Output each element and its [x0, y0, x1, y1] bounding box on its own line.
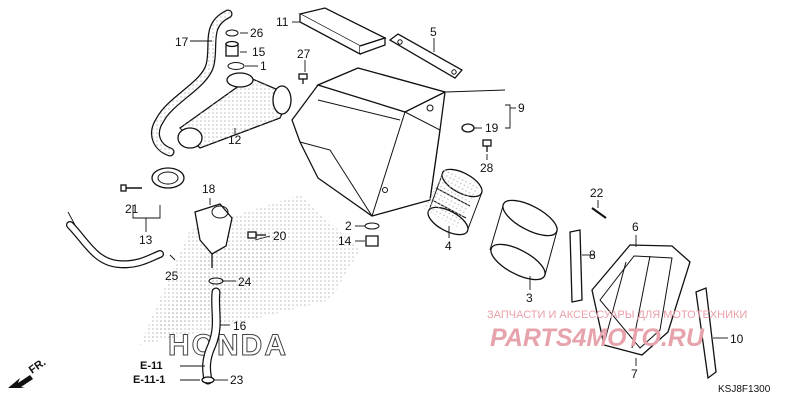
- part-4-element: [423, 168, 483, 236]
- part-26-clip: [225, 29, 239, 37]
- callout-6: 6: [632, 220, 639, 234]
- callout-2: 2: [345, 219, 352, 233]
- section-code-e11: E-11: [140, 360, 163, 372]
- air-cleaner-case: [291, 67, 447, 217]
- watermark-line1: ЗАПЧАСТИ И АКСЕССУАРЫ ДЛЯ МОТОТЕХНИКИ: [487, 309, 747, 321]
- callout-14: 14: [338, 234, 352, 248]
- callout-3: 3: [526, 291, 533, 305]
- part-18-drain-joint: [194, 203, 233, 268]
- part-22-screw: [591, 207, 607, 219]
- part-27-bolt: [298, 73, 308, 84]
- part-12-connecting-tube: [177, 72, 292, 149]
- callout-19: 19: [485, 121, 499, 135]
- part-25-drain-tube: [66, 221, 164, 269]
- arrow-icon: [8, 375, 33, 388]
- part-6-cover: [591, 244, 691, 356]
- section-references: E-11 E-11-1: [133, 360, 205, 386]
- direction-label: FR.: [27, 356, 48, 376]
- callout-17: 17: [175, 35, 189, 49]
- callout-15: 15: [252, 45, 266, 59]
- callout-9: 9: [518, 101, 525, 115]
- part-11-air-guide: [298, 7, 387, 56]
- part-8-strap: [569, 229, 583, 303]
- watermark-line2: PARTS4MOTO.RU: [490, 324, 705, 352]
- diagram-reference-code: KSJ8F1300: [718, 384, 771, 395]
- honda-logo-text: HONDA: [168, 329, 288, 362]
- callout-13: 13: [139, 233, 153, 247]
- part-3-foam-element: [489, 199, 558, 281]
- callout-24: 24: [238, 275, 252, 289]
- callout-12: 12: [228, 133, 242, 147]
- part-15-joint: [225, 40, 239, 57]
- part-17-breather-tube: [151, 9, 233, 157]
- callout-4: 4: [445, 239, 452, 253]
- part-19-collar: [461, 123, 475, 133]
- callout-11: 11: [276, 15, 289, 29]
- callout-27: 27: [297, 47, 311, 61]
- callout-20: 20: [273, 229, 287, 243]
- callout-8: 8: [589, 248, 596, 262]
- part-13-band: [151, 167, 185, 189]
- part-23-plug: [201, 376, 215, 384]
- part-14-plug: [365, 235, 379, 247]
- part-16-drain-tube: [202, 287, 221, 385]
- part-10-seal: [695, 287, 717, 380]
- callout-28: 28: [480, 161, 494, 175]
- honda-wing-logo: HONDA: [140, 195, 360, 363]
- watermark: ЗАПЧАСТИ И АКСЕССУАРЫ ДЛЯ МОТОТЕХНИКИ PA…: [487, 309, 747, 352]
- callout-5: 5: [430, 25, 437, 39]
- callout-22: 22: [590, 186, 604, 200]
- section-code-e11-1: E-11-1: [133, 374, 165, 386]
- part-1-clamp: [227, 62, 245, 70]
- part-5-stay: [388, 33, 464, 79]
- leader-lines: [67, 21, 728, 381]
- callout-10: 10: [730, 332, 744, 346]
- callout-18: 18: [202, 182, 216, 196]
- callout-7: 7: [631, 367, 638, 381]
- callout-25: 25: [165, 269, 179, 283]
- part-28-bolt: [482, 139, 492, 152]
- front-direction-arrow: FR.: [8, 356, 48, 388]
- part-20-bolt: [247, 231, 266, 239]
- part-2-clip: [364, 222, 380, 230]
- callout-1: 1: [260, 59, 267, 73]
- callout-23: 23: [230, 373, 244, 387]
- callout-numbers: 11 26 17 15 1 27 5 9 19 28 12 18 21 13 2…: [125, 15, 744, 387]
- callout-16: 16: [233, 319, 247, 333]
- callout-21: 21: [125, 202, 139, 216]
- callout-26: 26: [250, 26, 264, 40]
- part-21-screw: [120, 184, 142, 192]
